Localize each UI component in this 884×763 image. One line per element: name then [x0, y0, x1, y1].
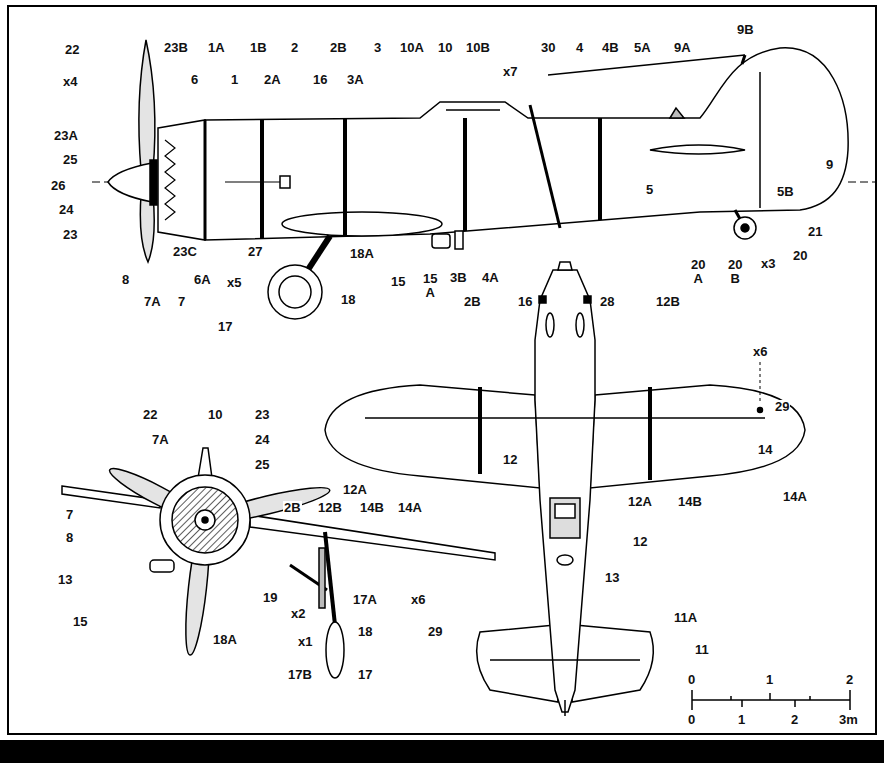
callout-number: 11	[694, 643, 710, 657]
callout-number: 3	[373, 41, 382, 55]
callout-number: 1	[765, 673, 774, 687]
callout-number: 2	[790, 713, 799, 727]
callout-number: 20	[792, 249, 808, 263]
callout-number: 19	[262, 591, 278, 605]
callout-number: 9	[825, 158, 834, 172]
callout-number: 1	[737, 713, 746, 727]
callout-number: 22	[64, 43, 80, 57]
callout-number: 21	[807, 225, 823, 239]
callout-number: 23A	[53, 129, 79, 143]
callout-number: 3A	[346, 73, 365, 87]
callout-number: 0	[687, 713, 696, 727]
callout-number: 13	[57, 573, 73, 587]
callout-number: 16	[517, 295, 533, 309]
callout-number: 18A	[212, 633, 238, 647]
callout-number: 28	[599, 295, 615, 309]
callout-number: 7	[65, 508, 74, 522]
callout-number: 7A	[143, 295, 162, 309]
callout-number: 11A	[673, 611, 698, 625]
callout-number: 23	[62, 228, 78, 242]
callout-number: 17B	[287, 668, 313, 682]
callout-number: 2A	[263, 73, 282, 87]
callout-number: 14B	[677, 495, 703, 509]
callout-number: 17	[357, 668, 373, 682]
callout-number: 6	[190, 73, 199, 87]
callout-number: 18	[357, 625, 373, 639]
callout-number: 15	[72, 615, 88, 629]
callout-number: 24	[254, 433, 270, 447]
callout-number: 5B	[776, 185, 795, 199]
callout-number: 9A	[673, 41, 692, 55]
callout-number: 1	[230, 73, 239, 87]
callout-number: 1B	[249, 41, 268, 55]
callout-number: 2B	[463, 295, 482, 309]
callout-number: 25	[62, 153, 78, 167]
callout-number: 24	[58, 203, 74, 217]
callout-number: 20 A	[690, 258, 706, 285]
callout-number: 22	[142, 408, 158, 422]
callout-number: 15	[390, 275, 406, 289]
callout-number: 20 B	[727, 258, 743, 285]
callout-number: 14	[757, 443, 773, 457]
callout-number: 1A	[207, 41, 226, 55]
callout-number: 8	[65, 531, 74, 545]
callout-number: 18A	[349, 247, 375, 261]
callout-number: 30	[540, 41, 556, 55]
callout-number: 2	[845, 673, 854, 687]
callout-number: 29	[427, 625, 443, 639]
callout-number: x7	[502, 65, 518, 79]
callout-number: 3m	[838, 713, 859, 727]
callout-number: 10A	[399, 41, 425, 55]
callout-number: 5A	[633, 41, 652, 55]
callout-number: 14A	[397, 501, 423, 515]
callout-number: 5	[645, 183, 654, 197]
callout-number: 23C	[172, 245, 198, 259]
callout-number: 12	[632, 535, 648, 549]
callout-number: 7	[177, 295, 186, 309]
callout-number: 16	[312, 73, 328, 87]
callout-number: 10	[207, 408, 223, 422]
callout-number: x6	[752, 345, 768, 359]
callout-number: 10B	[465, 41, 491, 55]
callout-number: 18	[340, 293, 356, 307]
callout-number: 17A	[352, 593, 378, 607]
callout-number: 10	[437, 41, 453, 55]
callout-number: 23	[254, 408, 270, 422]
callout-number: 4	[575, 41, 584, 55]
callout-number: x6	[410, 593, 426, 607]
callout-number: 9B	[736, 23, 755, 37]
callout-number: 12A	[627, 495, 653, 509]
callout-number: 29	[774, 400, 790, 414]
callout-number: 4B	[601, 41, 620, 55]
callout-number: 4A	[481, 271, 500, 285]
callout-number: 12B	[655, 295, 681, 309]
callout-number: 25	[254, 458, 270, 472]
callout-number: 17	[217, 320, 233, 334]
callout-number: 14A	[782, 490, 808, 504]
callout-number: 26	[50, 179, 66, 193]
callout-number: 6A	[193, 273, 212, 287]
callout-number: x2	[290, 607, 306, 621]
callout-number: 2B	[283, 501, 302, 515]
callout-number: x4	[62, 75, 78, 89]
callout-number: 12A	[342, 483, 368, 497]
callout-number: 15 A	[422, 272, 438, 299]
callout-number: x5	[226, 276, 242, 290]
callout-number: 2B	[329, 41, 348, 55]
callout-number: 7A	[151, 433, 170, 447]
callout-number: 8	[121, 273, 130, 287]
callout-number: 13	[604, 571, 620, 585]
callout-number: 12	[502, 453, 518, 467]
callout-number: 2	[290, 41, 299, 55]
callout-number: x1	[297, 635, 313, 649]
callout-number: 12B	[317, 501, 343, 515]
callout-number: 3B	[449, 271, 468, 285]
callout-number: 23B	[163, 41, 189, 55]
callout-number: 14B	[359, 501, 385, 515]
callout-number: 27	[247, 245, 263, 259]
callout-number: x3	[760, 257, 776, 271]
callout-number: 0	[687, 673, 696, 687]
